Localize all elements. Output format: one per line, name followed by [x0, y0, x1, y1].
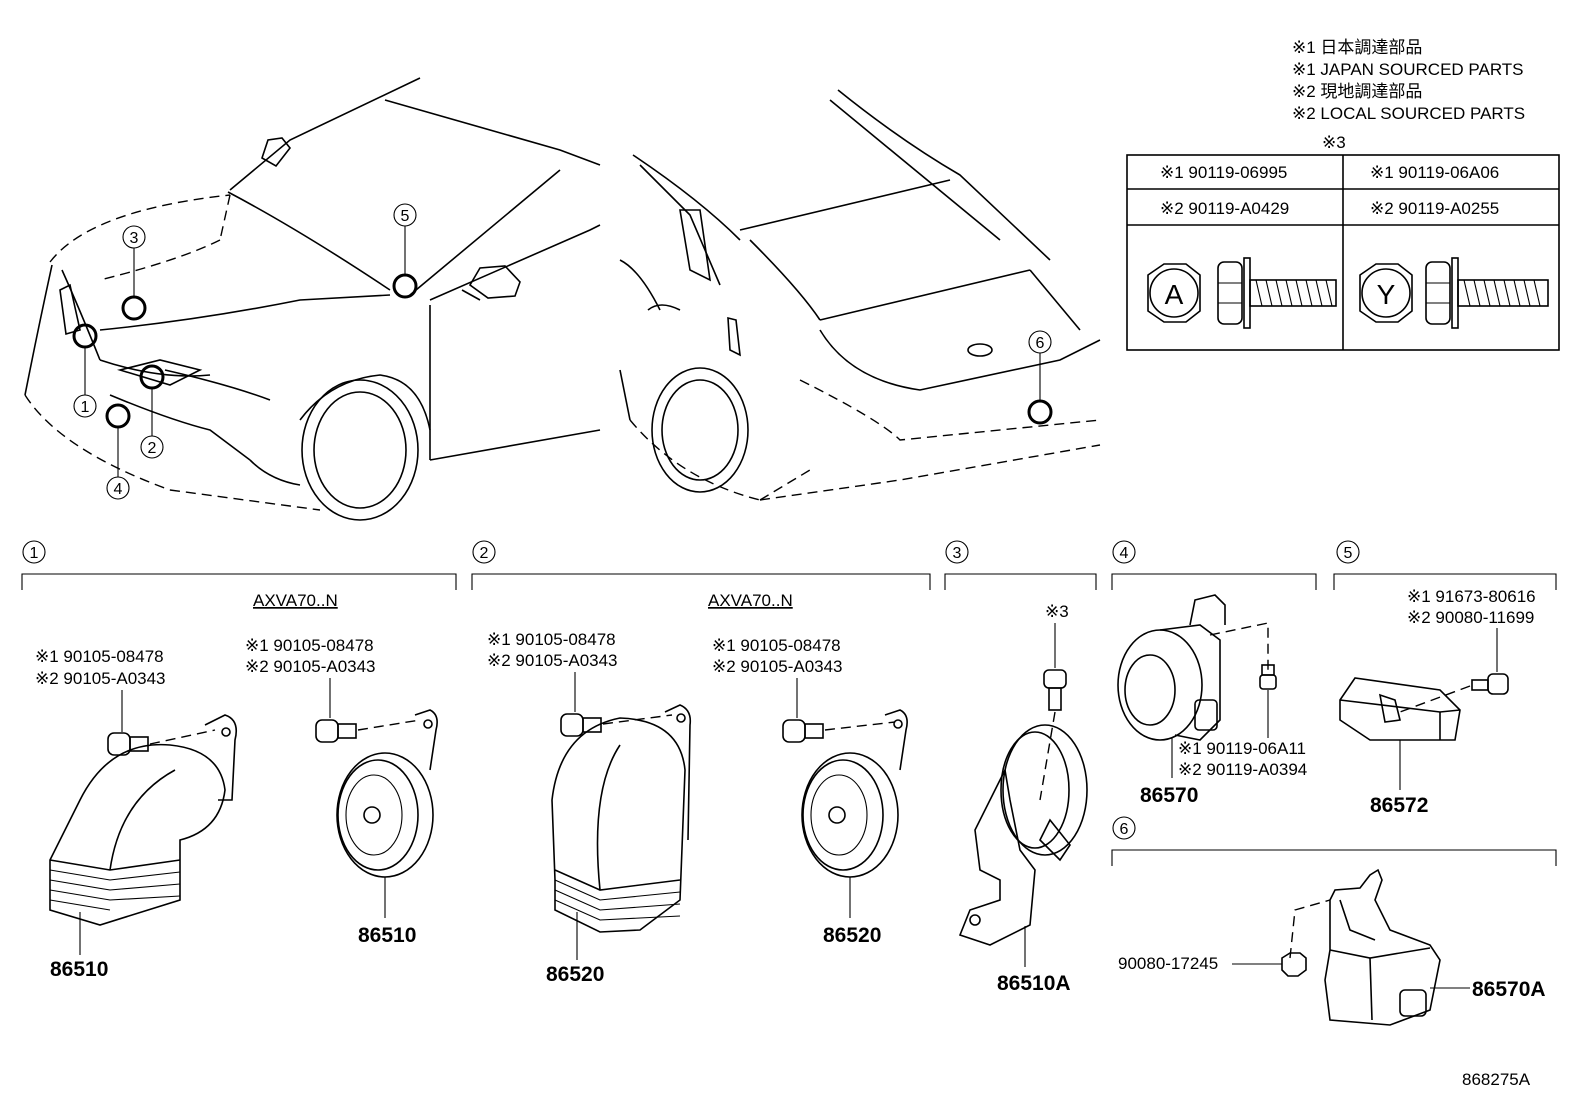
bolt-table-title: ※3 — [1322, 133, 1346, 152]
bolt-icon — [782, 719, 824, 743]
sensor-bracket-icon — [1324, 868, 1441, 1026]
horn-snail-icon — [49, 714, 238, 926]
callout-1-icon — [73, 394, 97, 418]
section-brackets: 1 2 3 4 5 6 — [21, 540, 1557, 866]
horn-with-bracket-icon — [958, 724, 1088, 946]
bolt-y-mark: Y — [1377, 279, 1396, 310]
s5-pn1: ※1 91673-80616 — [1407, 587, 1536, 606]
section-5: ※1 91673-80616 ※2 90080-11699 86572 — [1339, 587, 1536, 817]
section-4-number: 4 — [1120, 545, 1129, 562]
callout-4: 4 — [114, 481, 123, 498]
section-1: AXVA70..N ※1 90105-08478 ※2 90105-A0343 … — [35, 591, 438, 981]
bolt-y-icon: Y — [1359, 257, 1549, 329]
callout-3-icon — [122, 225, 146, 249]
horn-snail-icon — [551, 704, 692, 933]
car-callouts: 1 2 3 4 5 6 — [72, 203, 1053, 500]
s1-part-b: 86510 — [358, 924, 416, 947]
s2-bolt-a-pn1: ※1 90105-08478 — [487, 630, 616, 649]
legend-line-4: ※2 LOCAL SOURCED PARTS — [1292, 104, 1525, 123]
callout-6-icon — [1028, 330, 1052, 354]
callout-6: 6 — [1036, 335, 1045, 352]
module-box-icon — [1339, 677, 1461, 741]
car-rear-view — [619, 89, 1101, 501]
s4-pn1: ※1 90119-06A11 — [1178, 739, 1306, 758]
s2-bolt-a-pn2: ※2 90105-A0343 — [487, 651, 618, 670]
bolt-icon — [560, 713, 602, 737]
nut-icon — [1281, 952, 1307, 977]
s1-part-a: 86510 — [50, 958, 108, 981]
section-3-number: 3 — [953, 545, 962, 562]
bolt-table: ※3 ※1 90119-06995 ※2 90119-A0429 ※1 9011… — [1126, 133, 1560, 351]
bolt-a-mark: A — [1165, 279, 1184, 310]
s1-bolt-b-pn2: ※2 90105-A0343 — [245, 657, 376, 676]
legend-line-2: ※1 JAPAN SOURCED PARTS — [1292, 60, 1524, 79]
section-2: AXVA70..N ※1 90105-08478 ※2 90105-A0343 … — [487, 591, 908, 986]
s1-bolt-a-pn1: ※1 90105-08478 — [35, 647, 164, 666]
sensor-unit-icon — [1117, 594, 1226, 741]
legend: ※1 日本調達部品 ※1 JAPAN SOURCED PARTS ※2 現地調達… — [1292, 38, 1525, 123]
callout-5: 5 — [401, 208, 410, 225]
s5-pn2: ※2 90080-11699 — [1407, 608, 1534, 627]
s3-bolt-label: ※3 — [1045, 602, 1069, 621]
callout-1: 1 — [81, 399, 90, 416]
callout-3: 3 — [130, 230, 139, 247]
section-6: 90080-17245 86570A — [1118, 868, 1546, 1026]
section-4: ※1 90119-06A11 ※2 90119-A0394 86570 — [1117, 594, 1307, 807]
bolt-icon — [1043, 669, 1067, 711]
s2-part-b: 86520 — [823, 924, 881, 947]
bolt-icon — [1471, 673, 1509, 695]
s3-part: 86510A — [997, 972, 1071, 995]
section-3: ※3 86510A — [958, 602, 1088, 995]
horn-disc-icon — [336, 709, 438, 878]
s2-part-a: 86520 — [546, 963, 604, 986]
bolt-icon — [1259, 664, 1277, 690]
section-5-number: 5 — [1344, 545, 1353, 562]
s6-nut: 90080-17245 — [1118, 954, 1218, 973]
s1-bolt-a-pn2: ※2 90105-A0343 — [35, 669, 166, 688]
section-1-model: AXVA70..N — [253, 591, 338, 610]
car-front-view — [24, 77, 601, 521]
s1-bolt-b-pn1: ※1 90105-08478 — [245, 636, 374, 655]
callout-4-icon — [106, 476, 130, 500]
horn-disc-icon — [801, 709, 908, 878]
bolt-table-left-pn2: ※2 90119-A0429 — [1160, 199, 1289, 218]
s2-bolt-b-pn1: ※1 90105-08478 — [712, 636, 841, 655]
callout-2: 2 — [148, 440, 157, 457]
section-6-number: 6 — [1120, 821, 1129, 838]
bolt-table-right-pn2: ※2 90119-A0255 — [1370, 199, 1499, 218]
bolt-table-left-pn1: ※1 90119-06995 — [1160, 163, 1287, 182]
s2-bolt-b-pn2: ※2 90105-A0343 — [712, 657, 843, 676]
bolt-icon — [315, 719, 357, 743]
s4-part: 86570 — [1140, 784, 1198, 807]
section-1-number: 1 — [30, 545, 39, 562]
bolt-table-right-pn1: ※1 90119-06A06 — [1370, 163, 1499, 182]
bolt-a-icon: A — [1147, 257, 1337, 329]
diagram-id: 868275A — [1462, 1070, 1531, 1089]
s6-part: 86570A — [1472, 978, 1546, 1001]
callout-5-icon — [393, 203, 417, 227]
section-2-model: AXVA70..N — [708, 591, 793, 610]
legend-line-3: ※2 現地調達部品 — [1292, 82, 1422, 101]
s5-part: 86572 — [1370, 794, 1428, 817]
legend-line-1: ※1 日本調達部品 — [1292, 38, 1422, 57]
section-2-number: 2 — [480, 545, 489, 562]
callout-2-icon — [140, 435, 164, 459]
s4-pn2: ※2 90119-A0394 — [1178, 760, 1307, 779]
